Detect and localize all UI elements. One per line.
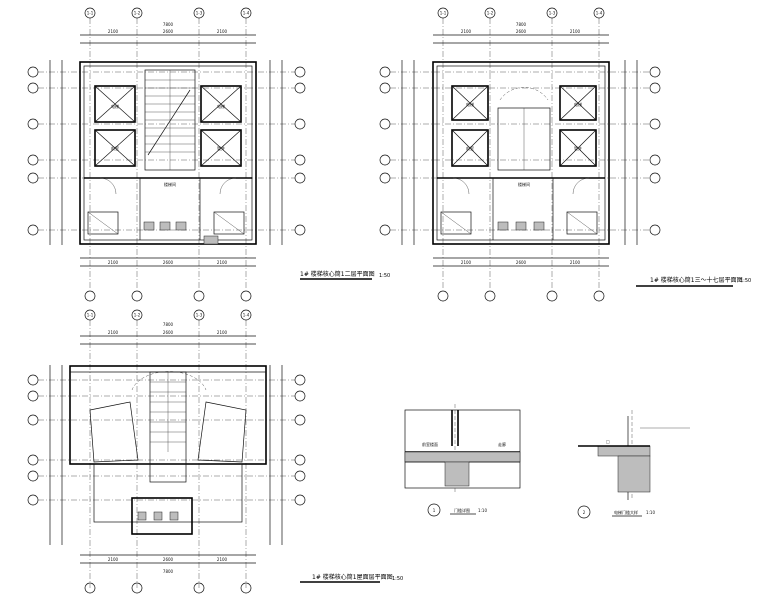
elevator-shaft bbox=[94, 129, 136, 167]
dim-total: 7800 bbox=[163, 322, 174, 327]
axis-label: 1-1 bbox=[87, 313, 94, 318]
axis-label: 1-3 bbox=[549, 11, 556, 16]
room-label: 前室 bbox=[111, 145, 119, 151]
plan-title: 1# 楼梯核心筒1三～十七层平面图 bbox=[650, 276, 743, 284]
room-label: 前室 bbox=[466, 145, 474, 151]
dim-total: 7800 bbox=[163, 22, 174, 27]
plan-roof-floor: 1-1 1-2 1-3 1-4 2100 2600 2100 7800 bbox=[27, 309, 403, 594]
dim-text: 2100 bbox=[108, 330, 119, 335]
elevator-shaft bbox=[200, 85, 242, 123]
axis-label: 1-2 bbox=[134, 313, 141, 318]
dim-text: 2600 bbox=[163, 557, 174, 562]
axis-label: 1-1 bbox=[440, 11, 447, 16]
plan-typical-floor: 1-1 1-2 1-3 1-4 2100 2600 2100 7800 bbox=[379, 7, 751, 302]
axis-label: 1-4 bbox=[243, 313, 250, 318]
dim-text: 2100 bbox=[108, 260, 119, 265]
room-label: 电梯 bbox=[111, 103, 119, 109]
axis-label: 1-4 bbox=[596, 11, 603, 16]
dim-text: 2600 bbox=[516, 260, 527, 265]
detail-label: 前室楼面 bbox=[422, 441, 438, 447]
detail-number: 1 bbox=[433, 508, 436, 513]
room-label: 电梯 bbox=[466, 101, 474, 107]
detail-marker: □ bbox=[606, 439, 610, 444]
axis-label: 1-2 bbox=[134, 11, 141, 16]
detail-caption: 电梯门槛大样 bbox=[614, 509, 638, 515]
dim-text: 2600 bbox=[163, 260, 174, 265]
dim-text: 2100 bbox=[217, 260, 228, 265]
room-label: 管井 bbox=[574, 145, 582, 151]
dim-text: 2100 bbox=[570, 29, 581, 34]
axis-label: 1-4 bbox=[243, 11, 250, 16]
dim-text: 2600 bbox=[163, 330, 174, 335]
room-label: 电梯 bbox=[217, 103, 225, 109]
detail-1-threshold: 前室楼面 走廊 1 门槛详图 1:10 bbox=[404, 404, 521, 517]
dim-text: 2100 bbox=[461, 260, 472, 265]
detail-label: 走廊 bbox=[498, 441, 506, 447]
axis-label: 1-3 bbox=[196, 313, 203, 318]
plan-title: 1# 楼梯核心筒1二层平面图 bbox=[300, 270, 375, 278]
axis-label: 1-3 bbox=[196, 11, 203, 16]
dim-text: 2100 bbox=[108, 557, 119, 562]
detail-caption: 门槛详图 bbox=[454, 507, 470, 513]
dim-text: 2600 bbox=[163, 29, 174, 34]
dim-text: 2100 bbox=[461, 29, 472, 34]
detail-scale: 1:10 bbox=[478, 508, 487, 513]
dim-text: 2100 bbox=[217, 557, 228, 562]
dim-text: 2100 bbox=[217, 330, 228, 335]
axis-bubbles-side bbox=[27, 60, 306, 245]
axis-label: 1-2 bbox=[487, 11, 494, 16]
room-label: 管井 bbox=[217, 145, 225, 151]
plan-title: 1# 楼梯核心筒1屋面层平面图 bbox=[312, 573, 393, 581]
plan-scale: 1:50 bbox=[379, 273, 390, 279]
dim-text: 2100 bbox=[217, 29, 228, 34]
elevator-shaft bbox=[200, 129, 242, 167]
detail-2-elevator-sill: □ 2 电梯门槛大样 1:10 bbox=[577, 410, 690, 519]
detail-scale: 1:10 bbox=[646, 510, 655, 515]
detail-number: 2 bbox=[583, 510, 586, 515]
dim-text: 2600 bbox=[516, 29, 527, 34]
axis-label: 1-1 bbox=[87, 11, 94, 16]
dim-text: 2100 bbox=[570, 260, 581, 265]
plan-scale: 1:50 bbox=[392, 576, 403, 582]
dim-total: 7800 bbox=[516, 22, 527, 27]
detail-number-bubble bbox=[427, 503, 441, 517]
plan-second-floor: 1-1 1-2 1-3 1-4 2100 2600 2100 7800 bbox=[27, 7, 390, 302]
dim-text: 2100 bbox=[108, 29, 119, 34]
room-label: 楼梯间 bbox=[518, 181, 530, 187]
axis-bubbles-top: 1-1 1-2 1-3 1-4 bbox=[84, 7, 252, 290]
dim-total: 7800 bbox=[163, 569, 174, 574]
room-label: 电梯 bbox=[574, 101, 582, 107]
plan-scale: 1:50 bbox=[740, 278, 751, 284]
detail-number-bubble bbox=[577, 505, 591, 519]
room-label: 楼梯间 bbox=[164, 181, 176, 187]
elevator-shaft bbox=[94, 85, 136, 123]
